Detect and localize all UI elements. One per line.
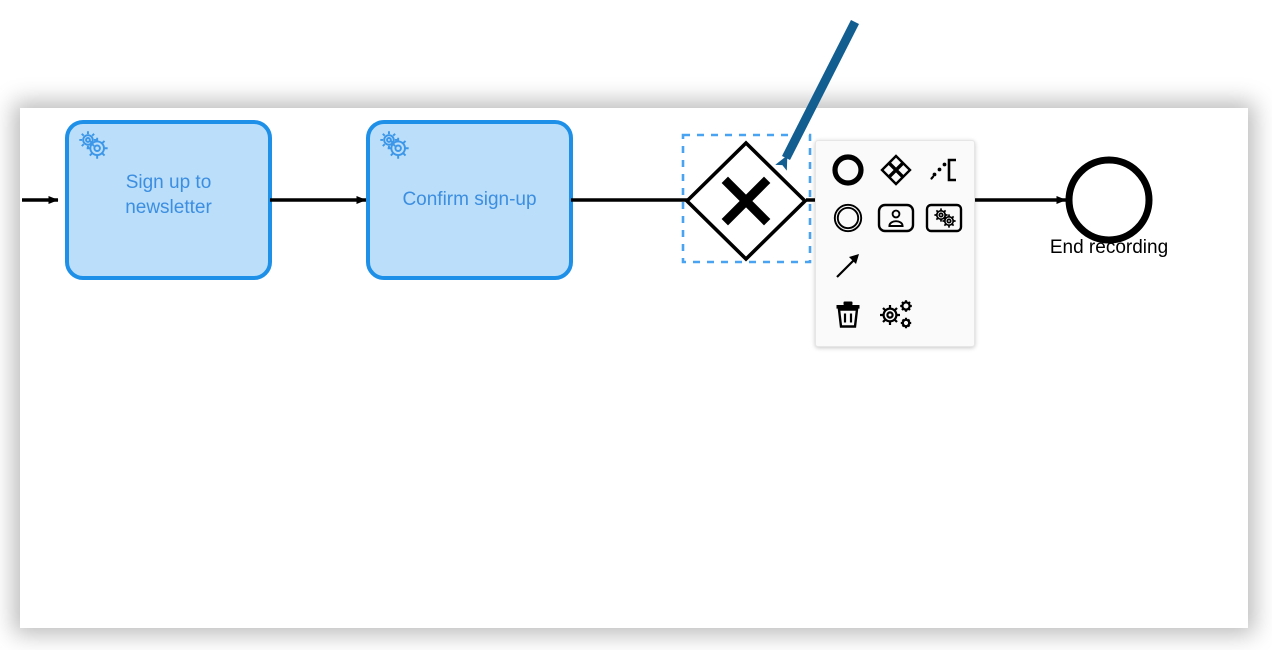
- append-intermediate-event-icon[interactable]: [824, 195, 872, 241]
- context-pad-spacer-2: [920, 243, 968, 289]
- end-event-label: End recording: [1049, 237, 1169, 258]
- context-pad-spacer-3: [920, 291, 968, 337]
- append-text-annotation-icon[interactable]: [920, 147, 968, 193]
- append-service-task-icon[interactable]: [920, 195, 968, 241]
- task-sign-up-to-newsletter[interactable]: [65, 120, 272, 280]
- context-pad[interactable]: [815, 140, 975, 347]
- exclusive-gateway[interactable]: [684, 140, 808, 262]
- task-confirm-sign-up[interactable]: [366, 120, 573, 280]
- connect-icon[interactable]: [824, 243, 872, 289]
- change-type-icon[interactable]: [872, 291, 920, 337]
- gears-icon: [380, 131, 409, 159]
- context-pad-row-3: [824, 243, 970, 291]
- gears-icon: [79, 131, 108, 159]
- append-user-task-icon[interactable]: [872, 195, 920, 241]
- context-pad-row-1: [824, 147, 970, 195]
- delete-icon[interactable]: [824, 291, 872, 337]
- pointer-arrow-annotation: [775, 19, 860, 171]
- append-end-event-icon[interactable]: [824, 147, 872, 193]
- context-pad-row-2: [824, 195, 970, 243]
- context-pad-row-4: [824, 291, 970, 339]
- end-event[interactable]: [1065, 156, 1153, 244]
- gateway-x-marker: [721, 176, 771, 226]
- context-pad-spacer: [872, 243, 920, 289]
- append-gateway-icon[interactable]: [872, 147, 920, 193]
